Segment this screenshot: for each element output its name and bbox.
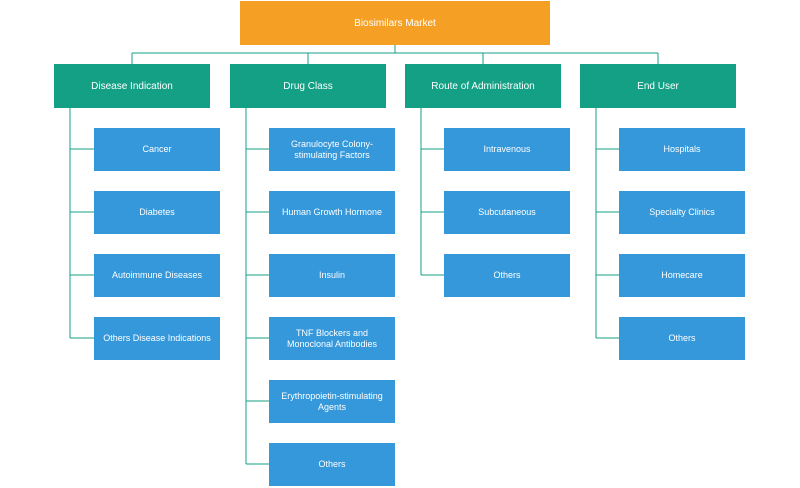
category-end-user: End User <box>580 64 736 108</box>
item-tnf-blockers: TNF Blockers and Monoclonal Antibodies <box>269 317 395 360</box>
item-homecare: Homecare <box>619 254 745 297</box>
item-diabetes: Diabetes <box>94 191 220 234</box>
item-granulocyte-csf: Granulocyte Colony-stimulating Factors <box>269 128 395 171</box>
item-subcutaneous: Subcutaneous <box>444 191 570 234</box>
item-specialty-clinics: Specialty Clinics <box>619 191 745 234</box>
item-others-disease-indications: Others Disease Indications <box>94 317 220 360</box>
item-erythropoietin-agents: Erythropoietin-stimulating Agents <box>269 380 395 423</box>
item-cancer: Cancer <box>94 128 220 171</box>
category-disease-indication: Disease Indication <box>54 64 210 108</box>
item-insulin: Insulin <box>269 254 395 297</box>
item-route-others: Others <box>444 254 570 297</box>
item-hospitals: Hospitals <box>619 128 745 171</box>
category-route-of-administration: Route of Administration <box>405 64 561 108</box>
item-human-growth-hormone: Human Growth Hormone <box>269 191 395 234</box>
item-intravenous: Intravenous <box>444 128 570 171</box>
item-autoimmune-diseases: Autoimmune Diseases <box>94 254 220 297</box>
category-drug-class: Drug Class <box>230 64 386 108</box>
item-end-user-others: Others <box>619 317 745 360</box>
root-node: Biosimilars Market <box>240 1 550 45</box>
item-drug-class-others: Others <box>269 443 395 486</box>
